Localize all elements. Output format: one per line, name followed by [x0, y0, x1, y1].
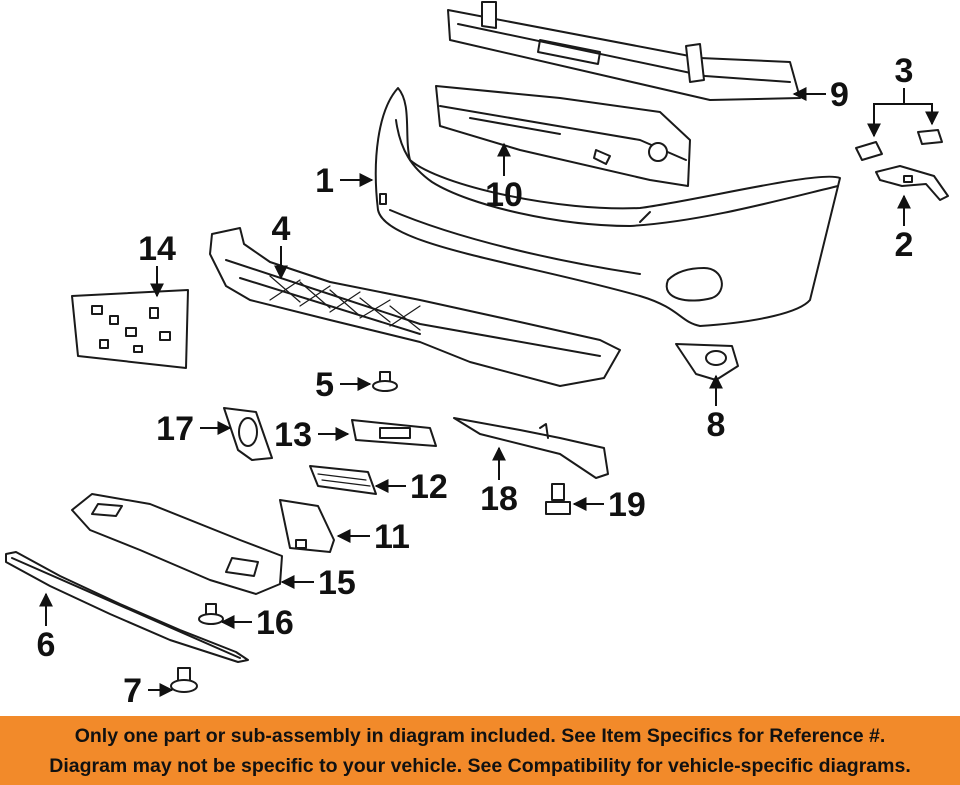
callout-leaders	[39, 87, 939, 697]
part-15-skid-plate	[71, 493, 283, 595]
disclaimer-line-1: Only one part or sub-assembly in diagram…	[74, 724, 886, 747]
part-5-push-pin	[372, 371, 398, 392]
callout-13: 13	[274, 416, 312, 454]
part-3-clips	[855, 129, 943, 161]
exploded-parts-diagram: 1 2 3 4 5 6 7 8 9 10 11 12 13 14 15 16 1…	[5, 1, 949, 710]
part-11-side-bracket	[279, 499, 335, 553]
callout-14: 14	[138, 230, 176, 268]
callout-5: 5	[315, 366, 334, 404]
callout-7: 7	[123, 672, 142, 710]
leader-3a	[867, 88, 905, 138]
part-19-bolt	[545, 483, 571, 515]
part-14-license-bracket	[71, 289, 189, 369]
callout-8: 8	[707, 406, 726, 444]
disclaimer-banner: Only one part or sub-assembly in diagram…	[0, 716, 960, 785]
part-12-grille	[309, 465, 377, 495]
part-9-reinforcement-beam	[447, 1, 801, 101]
callout-12: 12	[410, 468, 448, 506]
callout-4: 4	[272, 210, 291, 248]
callout-2: 2	[895, 226, 914, 264]
callout-19: 19	[608, 486, 646, 524]
leader-3b	[904, 103, 939, 126]
part-6-lower-trim	[5, 551, 249, 663]
part-7-push-pin	[170, 667, 198, 693]
part-1-bumper-cover	[374, 87, 841, 327]
part-13-grille-insert	[351, 419, 437, 447]
part-16-push-pin	[198, 603, 224, 625]
callout-11: 11	[374, 518, 410, 556]
callout-15: 15	[318, 564, 356, 602]
part-4-lower-fascia	[209, 227, 621, 387]
part-2-bracket	[875, 165, 949, 201]
callout-18: 18	[480, 480, 518, 518]
part-10-bumper-absorber	[435, 85, 691, 187]
disclaimer-line-2: Diagram may not be specific to your vehi…	[49, 754, 911, 777]
callout-10: 10	[485, 176, 523, 214]
part-18-bracket	[453, 417, 609, 479]
callout-17: 17	[156, 410, 194, 448]
callout-labels: 1 2 3 4 5 6 7 8 9 10 11 12 13 14 15 16 1…	[37, 52, 914, 710]
callout-6: 6	[37, 626, 56, 664]
callout-3: 3	[895, 52, 914, 90]
callout-16: 16	[256, 604, 294, 642]
callout-1: 1	[315, 162, 334, 200]
part-17-fog-cover	[223, 407, 273, 461]
part-8-fog-bezel	[675, 343, 739, 381]
callout-9: 9	[830, 76, 849, 114]
